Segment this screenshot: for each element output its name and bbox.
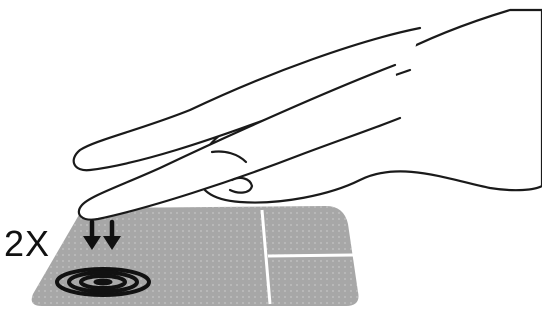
tap-count-label: 2X [4,226,50,262]
touchpad-button-divider-horizontal [268,255,353,256]
ripple-target-icon [57,269,149,295]
two-finger-hand [74,10,542,220]
